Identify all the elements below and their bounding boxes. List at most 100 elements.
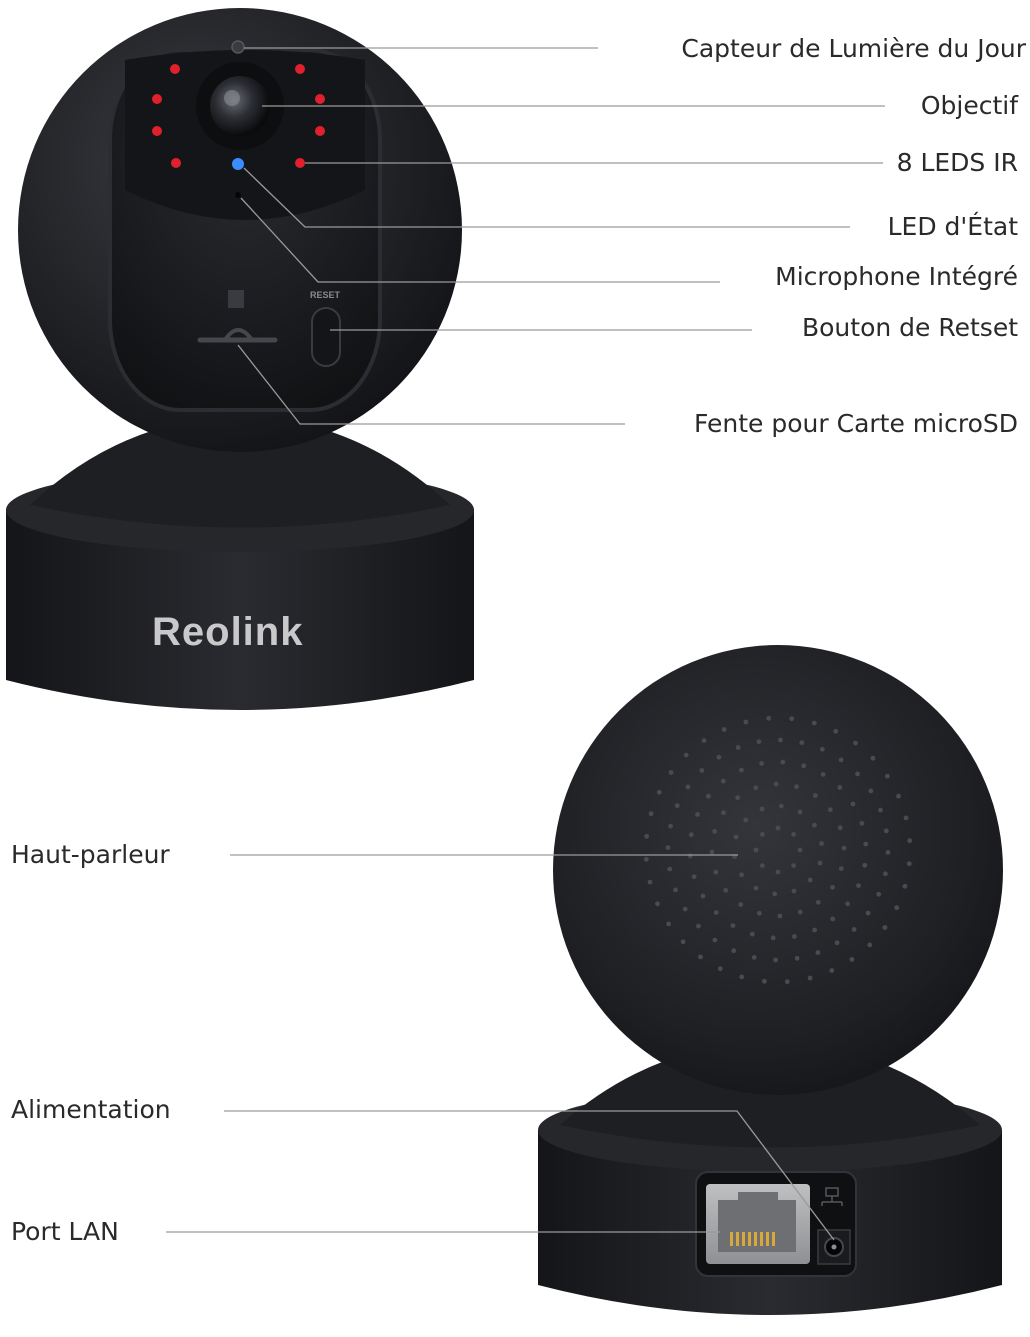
- speaker-hole: [784, 979, 790, 985]
- speaker-hole: [738, 902, 744, 907]
- lan-port[interactable]: [706, 1184, 810, 1264]
- speaker-hole: [801, 763, 807, 769]
- speaker-hole: [850, 801, 856, 807]
- label-speaker: Haut-parleur: [11, 840, 170, 869]
- speaker-hole: [760, 832, 765, 837]
- speaker-grille: [643, 715, 913, 985]
- speaker-hole: [701, 738, 707, 743]
- speaker-hole: [819, 746, 825, 752]
- label-status-led: LED d'État: [887, 212, 1018, 241]
- speaker-hole: [696, 923, 701, 929]
- speaker-hole: [838, 866, 844, 871]
- speaker-hole: [751, 955, 757, 960]
- network-icon: [821, 1187, 843, 1206]
- speaker-hole: [777, 913, 783, 919]
- speaker-hole: [838, 757, 844, 763]
- speaker-hole: [837, 825, 843, 831]
- speaker-hole: [815, 950, 821, 955]
- line-power: [224, 1110, 835, 1241]
- speaker-hole: [674, 803, 680, 809]
- speaker-hole: [792, 934, 797, 939]
- speaker-hole: [812, 927, 817, 933]
- speaker-hole: [721, 727, 727, 732]
- speaker-hole: [695, 812, 700, 817]
- speaker-hole: [666, 921, 671, 927]
- speaker-hole: [723, 887, 729, 893]
- speaker-hole: [827, 807, 833, 813]
- speaker-hole: [691, 874, 697, 880]
- speaker-hole: [829, 968, 835, 973]
- speaker-hole: [863, 841, 869, 847]
- speaker-hole: [757, 910, 762, 916]
- speaker-hole: [845, 901, 850, 907]
- label-daylight-sensor: Capteur de Lumière du Jour: [681, 34, 1026, 63]
- speaker-hole: [778, 803, 784, 809]
- speaker-hole: [760, 863, 765, 868]
- speaker-hole: [735, 795, 741, 801]
- speaker-hole: [789, 716, 795, 722]
- speaker-hole: [753, 847, 759, 853]
- speaker-hole: [647, 879, 653, 885]
- speaker-hole: [721, 810, 726, 816]
- speaker-hole: [812, 822, 817, 828]
- speaker-hole: [700, 893, 706, 899]
- speaker-hole: [856, 883, 861, 888]
- speaker-hole: [812, 793, 818, 798]
- speaker-hole: [820, 772, 826, 777]
- speaker-hole: [673, 887, 678, 893]
- speaker-hole: [794, 955, 800, 961]
- speaker-hole: [772, 891, 778, 897]
- speaker-hole: [903, 815, 909, 821]
- label-power: Alimentation: [11, 1095, 171, 1124]
- speaker-hole: [885, 850, 891, 855]
- speaker-hole: [834, 940, 840, 946]
- speaker-hole: [699, 768, 705, 773]
- speaker-hole: [837, 785, 843, 790]
- speaker-hole: [713, 869, 719, 875]
- label-microphone: Microphone Intégré: [775, 262, 1018, 291]
- microphone-hole: [235, 192, 241, 198]
- speaker-hole: [709, 849, 715, 855]
- speaker-hole: [799, 740, 805, 745]
- speaker-hole: [868, 788, 874, 794]
- speaker-hole: [759, 761, 764, 766]
- status-led: [232, 158, 244, 170]
- speaker-hole: [797, 847, 803, 853]
- speaker-hole: [773, 781, 779, 787]
- reset-marking: RESET: [310, 290, 341, 300]
- power-jack[interactable]: [817, 1229, 851, 1265]
- speaker-hole: [830, 916, 836, 922]
- speaker-hole: [739, 767, 744, 773]
- speaker-hole: [743, 719, 749, 725]
- speaker-hole: [753, 885, 759, 891]
- speaker-hole: [794, 784, 799, 790]
- speaker-hole: [867, 942, 873, 948]
- speaker-hole: [811, 720, 817, 726]
- speaker-hole: [668, 823, 673, 829]
- speaker-hole: [833, 728, 839, 734]
- speaker-hole: [775, 825, 781, 831]
- line-microsd: [237, 344, 625, 425]
- speaker-hole: [687, 853, 693, 859]
- speaker-hole: [682, 906, 688, 912]
- speaker-hole: [713, 910, 719, 915]
- speaker-hole: [770, 935, 776, 941]
- front-camera: [6, 8, 474, 710]
- label-reset-button: Bouton de Retset: [801, 313, 1018, 342]
- speaker-hole: [775, 869, 781, 875]
- speaker-hole: [859, 820, 865, 826]
- speaker-hole: [778, 737, 783, 743]
- speaker-hole: [896, 793, 901, 799]
- speaker-hole: [902, 883, 908, 889]
- speaker-hole: [656, 789, 662, 795]
- speaker-hole: [865, 910, 871, 916]
- reset-button[interactable]: [311, 307, 341, 367]
- speaker-hole: [773, 957, 778, 963]
- speaker-hole: [733, 834, 739, 840]
- label-lens: Objectif: [920, 91, 1018, 120]
- speaker-hole: [716, 754, 722, 760]
- speaker-hole: [807, 877, 813, 883]
- daylight-sensor-dot: [231, 40, 245, 54]
- speaker-hole: [667, 866, 673, 872]
